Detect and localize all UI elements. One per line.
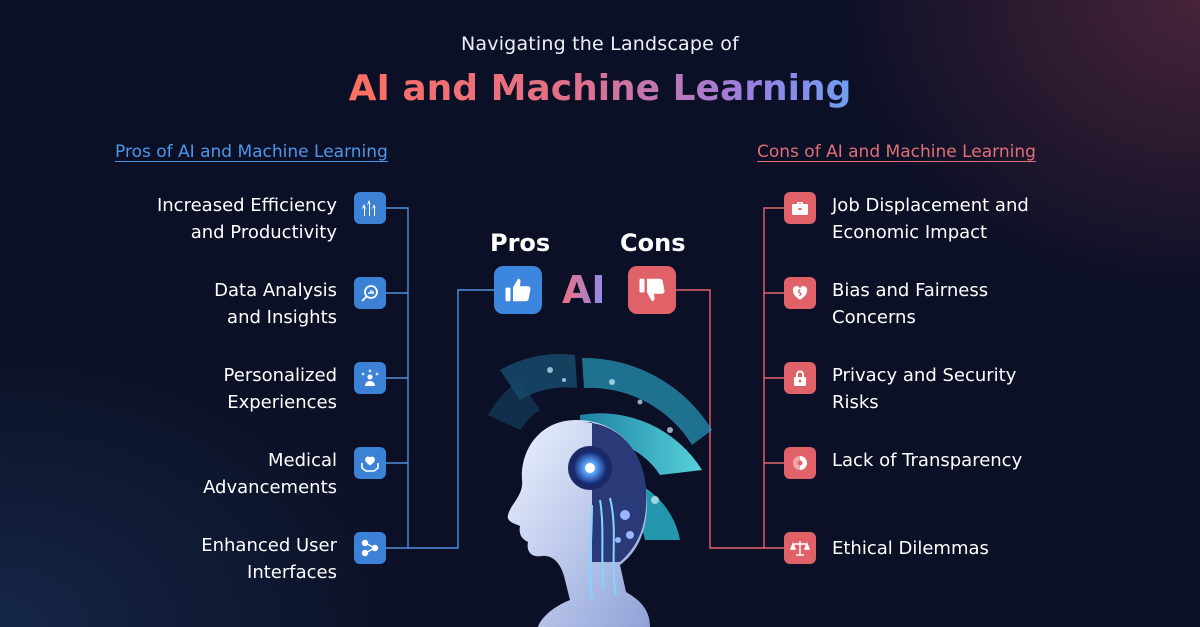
con-item-transparency: Lack of Transparency	[832, 447, 1092, 474]
broken-heart-hand-icon	[784, 277, 816, 309]
magnifier-chart-icon	[354, 277, 386, 309]
pro-item-data-analysis: Data Analysis and Insights	[77, 277, 337, 331]
ai-label-text: AI	[562, 268, 606, 312]
network-nodes-icon	[354, 532, 386, 564]
con-item-line2: Risks	[832, 392, 879, 413]
pro-item-line2: Interfaces	[247, 562, 337, 583]
pro-item-personalized: Personalized Experiences	[77, 362, 337, 416]
con-item-line2: Concerns	[832, 307, 916, 328]
pro-item-efficiency: Increased Efficiency and Productivity	[77, 192, 337, 246]
user-stars-icon	[354, 362, 386, 394]
con-item-line1: Bias and Fairness	[832, 280, 989, 301]
pros-heading: Pros of AI and Machine Learning	[115, 142, 388, 162]
pro-item-line2: and Insights	[227, 307, 337, 328]
pro-item-line1: Personalized	[223, 365, 337, 386]
con-item-bias: Bias and Fairness Concerns	[832, 277, 1092, 331]
pro-item-line2: Advancements	[203, 477, 337, 498]
con-item-line1: Ethical Dilemmas	[832, 538, 989, 559]
con-item-privacy: Privacy and Security Risks	[832, 362, 1092, 416]
thumbs-down-icon	[628, 266, 676, 314]
con-item-line1: Privacy and Security	[832, 365, 1017, 386]
page-subtitle: Navigating the Landscape of	[461, 33, 739, 55]
pro-item-line2: and Productivity	[190, 222, 337, 243]
heart-hand-icon	[354, 447, 386, 479]
pro-item-line1: Increased Efficiency	[156, 195, 337, 216]
lock-shield-icon	[784, 362, 816, 394]
pro-item-line1: Data Analysis	[214, 280, 337, 301]
robot-head-illustration	[488, 354, 712, 627]
con-item-line1: Job Displacement and	[832, 195, 1029, 216]
pro-item-interfaces: Enhanced User Interfaces	[77, 532, 337, 586]
pro-item-line1: Enhanced User	[201, 535, 337, 556]
pro-item-line2: Experiences	[227, 392, 337, 413]
con-item-line1: Lack of Transparency	[832, 450, 1023, 471]
con-item-job-displacement: Job Displacement and Economic Impact	[832, 192, 1092, 246]
thumbs-up-icon	[494, 266, 542, 314]
pro-item-line1: Medical	[268, 450, 337, 471]
scales-icon	[784, 532, 816, 564]
ai-label: AI	[562, 268, 606, 312]
con-item-ethical: Ethical Dilemmas	[832, 535, 1092, 562]
cons-label: Cons	[620, 229, 686, 257]
pro-item-medical: Medical Advancements	[77, 447, 337, 501]
eye-slash-icon	[784, 447, 816, 479]
con-item-line2: Economic Impact	[832, 222, 988, 243]
briefcase-icon	[784, 192, 816, 224]
pros-label: Pros	[490, 229, 551, 257]
cons-heading: Cons of AI and Machine Learning	[757, 142, 1036, 162]
growth-arrows-icon	[354, 192, 386, 224]
page-title: AI and Machine Learning	[0, 68, 1200, 109]
page-title-text: AI and Machine Learning	[348, 68, 852, 109]
